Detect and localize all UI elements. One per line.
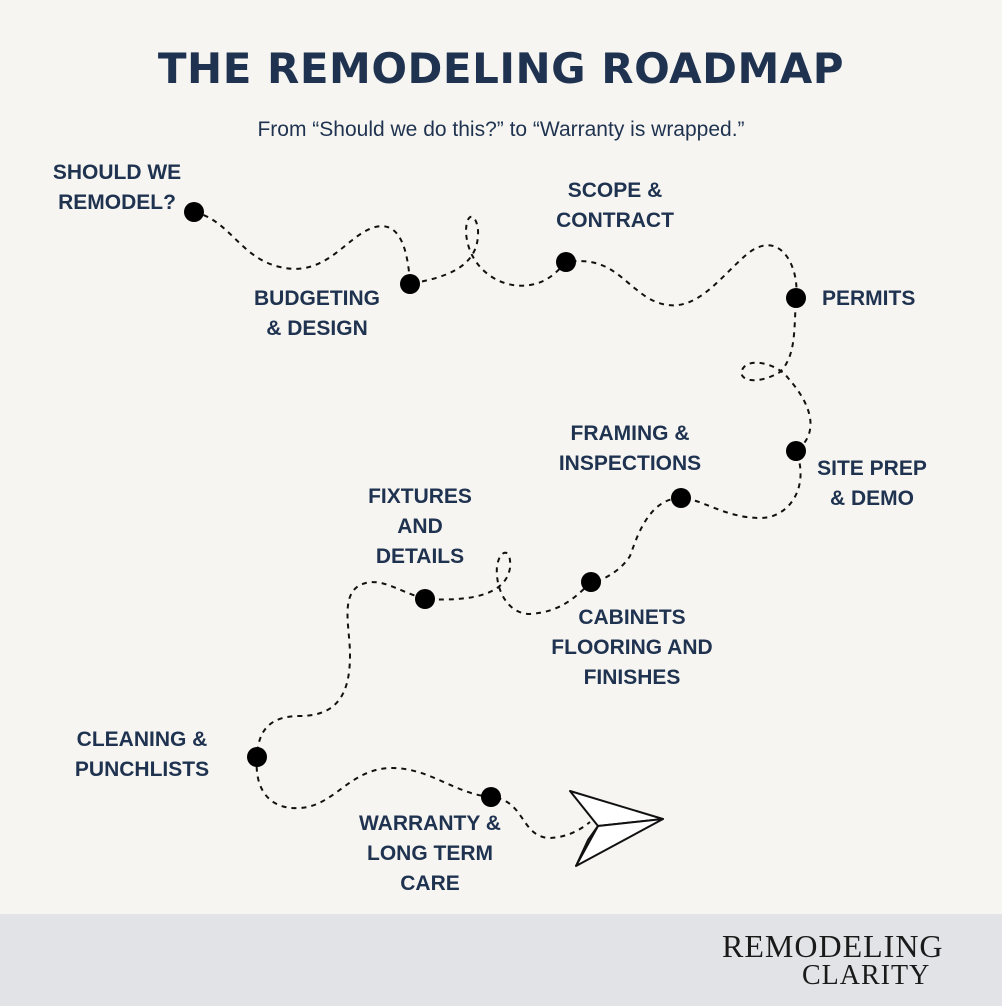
step-label-framing-inspections: FRAMING & INSPECTIONS — [558, 422, 702, 475]
milestone-dot-budgeting-design — [400, 274, 420, 294]
milestone-dots — [184, 202, 806, 807]
brand-logo-line2: CLARITY — [802, 960, 931, 991]
brand-logo-line1: REMODELING — [722, 928, 944, 964]
milestone-dot-scope-contract — [556, 252, 576, 272]
milestone-dot-site-prep-demo — [786, 441, 806, 461]
page-title: THE REMODELING ROADMAP — [157, 44, 845, 93]
milestone-dot-should-we-remodel — [184, 202, 204, 222]
step-label-cleaning-punchlists: CLEANING & PUNCHLISTS — [74, 728, 210, 781]
step-label-should-we-remodel: SHOULD WE REMODEL? — [52, 161, 182, 214]
paper-plane-icon — [569, 790, 664, 867]
milestone-dot-cabinets-flooring — [581, 572, 601, 592]
step-label-permits: PERMITS — [822, 287, 916, 310]
milestone-dot-fixtures-details — [415, 589, 435, 609]
page-subtitle: From “Should we do this?” to “Warranty i… — [257, 118, 745, 141]
milestone-dot-warranty-care — [481, 787, 501, 807]
milestone-dot-permits — [786, 288, 806, 308]
step-label-warranty-care: WARRANTY & LONG TERM CARE — [359, 812, 501, 895]
milestone-dot-framing-inspections — [671, 488, 691, 508]
step-label-cabinets-flooring-finishes: CABINETS FLOORING AND FINISHES — [551, 606, 713, 689]
step-label-budgeting-design: BUDGETING & DESIGN — [254, 287, 380, 340]
step-label-fixtures-details: FIXTURES AND DETAILS — [368, 485, 472, 568]
footer-bar: REMODELING CLARITY — [0, 914, 1002, 1006]
step-label-site-prep-demo: SITE PREP & DEMO — [817, 457, 927, 510]
roadmap-path-diagram — [184, 202, 812, 867]
milestone-dot-cleaning-punchlists — [247, 747, 267, 767]
roadmap-dashed-path — [193, 211, 812, 840]
step-label-scope-contract: SCOPE & CONTRACT — [556, 179, 674, 232]
